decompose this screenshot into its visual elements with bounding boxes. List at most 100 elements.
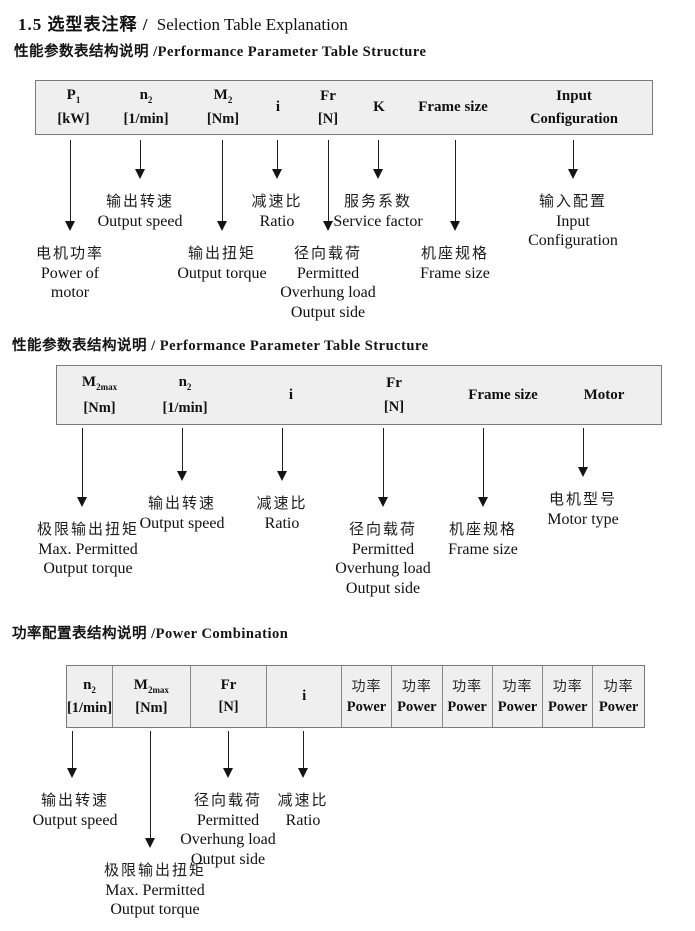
cell-symbol: Frame size bbox=[418, 99, 488, 115]
cell-symbol: K bbox=[373, 99, 385, 115]
label-zh: 输出转速 bbox=[147, 495, 216, 512]
down-arrow bbox=[377, 428, 388, 507]
table-cell: Input Configuration bbox=[509, 81, 639, 134]
cell-symbol: Fr bbox=[320, 87, 336, 104]
table-cell: 功率 Power bbox=[543, 666, 594, 727]
cell-symbol: Motor bbox=[583, 386, 625, 403]
callout-label: 电机型号 Motor type bbox=[547, 491, 619, 529]
section2-table: M2max [Nm] n2 [1/min] i Fr [N] Frame siz… bbox=[56, 365, 662, 425]
label-en: Service factor bbox=[333, 212, 423, 230]
callout-label: 输出转速 Output speed bbox=[140, 495, 225, 533]
cell-unit: [Nm] bbox=[206, 111, 240, 128]
cell-power-en: Power bbox=[346, 699, 387, 715]
cell-symbol: i bbox=[302, 688, 307, 704]
table-cell: 功率 Power bbox=[493, 666, 544, 727]
down-arrow bbox=[222, 731, 233, 778]
table-cell: K bbox=[349, 81, 409, 134]
cell-power-zh: 功率 bbox=[452, 677, 483, 694]
label-en: Motor type bbox=[547, 510, 619, 528]
callout-label: 极限输出扭矩 Max. Permitted Output torque bbox=[104, 862, 206, 920]
label-en: Output speed bbox=[97, 212, 183, 230]
table-cell: n2 [1/min] bbox=[67, 666, 113, 727]
label-zh: 减速比 bbox=[256, 495, 308, 512]
down-arrow bbox=[271, 140, 282, 179]
table-cell: Fr [N] bbox=[191, 666, 268, 727]
section3-table: n2 [1/min] M2max [Nm] Fr [N] i 功率 Power … bbox=[66, 665, 645, 728]
cell-symbol: n2 bbox=[139, 87, 153, 106]
callout-label: 输出转速 Output speed bbox=[33, 792, 118, 830]
callout-label: 输出转速 Output speed bbox=[98, 193, 183, 231]
down-arrow bbox=[76, 428, 87, 507]
cell-symbol: i bbox=[275, 99, 281, 115]
label-zh: 输出转速 bbox=[105, 193, 174, 210]
down-arrow bbox=[276, 428, 287, 481]
table-cell: 功率 Power bbox=[342, 666, 392, 727]
label-zh: 电机功率 bbox=[35, 245, 105, 262]
table-cell: M2 [Nm] bbox=[183, 81, 263, 134]
cell-symbol: n2 bbox=[178, 373, 192, 392]
page-title: 1.5 选型表注释 / Selection Table Explanation bbox=[18, 10, 348, 35]
cell-power-en: Power bbox=[497, 699, 538, 715]
cell-unit: [Nm] bbox=[135, 700, 168, 716]
callout-label: 径向载荷 Permitted Overhung load Output side bbox=[180, 792, 276, 869]
section3-heading: 功率配置表结构说明 /Power Combination bbox=[12, 626, 289, 642]
label-zh: 电机型号 bbox=[548, 491, 618, 508]
down-arrow bbox=[322, 140, 333, 231]
label-en: Max. Permitted Output torque bbox=[105, 881, 205, 919]
cell-unit: Configuration bbox=[530, 110, 618, 127]
cell-symbol: Frame size bbox=[468, 386, 538, 403]
cell-power-zh: 功率 bbox=[603, 677, 634, 694]
callout-label: 减速比 Ratio bbox=[251, 193, 302, 231]
callout-label: 径向载荷 Permitted Overhung load Output side bbox=[335, 521, 431, 598]
table-cell: 功率 Power bbox=[443, 666, 493, 727]
label-en: Permitted Overhung load Output side bbox=[180, 811, 276, 868]
section1-heading: 性能参数表结构说明 /Performance Parameter Table S… bbox=[14, 44, 427, 60]
table-cell: Fr [N] bbox=[364, 366, 424, 424]
label-en: Ratio bbox=[259, 212, 295, 230]
label-en: Input Configuration bbox=[528, 212, 618, 250]
table-cell: Motor bbox=[554, 366, 654, 424]
label-zh: 机座规格 bbox=[420, 245, 489, 262]
callout-label: 减速比 Ratio bbox=[277, 792, 328, 830]
cell-symbol: n2 bbox=[83, 676, 96, 695]
cell-power-en: Power bbox=[598, 699, 639, 715]
label-en: Permitted Overhung load Output side bbox=[280, 264, 376, 321]
down-arrow bbox=[567, 140, 578, 179]
cell-power-zh: 功率 bbox=[502, 677, 533, 694]
callout-label: 服务系数 Service factor bbox=[333, 193, 422, 231]
callout-label: 减速比 Ratio bbox=[256, 495, 307, 533]
down-arrow bbox=[477, 428, 488, 507]
label-zh: 机座规格 bbox=[448, 521, 517, 538]
label-zh: 输出转速 bbox=[40, 792, 109, 809]
label-en: Ratio bbox=[264, 514, 300, 532]
table-cell: Fr [N] bbox=[298, 81, 358, 134]
cell-symbol: M2max bbox=[133, 676, 169, 695]
table-cell: M2max [Nm] bbox=[57, 366, 142, 424]
cell-power-zh: 功率 bbox=[552, 677, 583, 694]
callout-label: 输出扭矩 Output torque bbox=[177, 245, 266, 283]
label-en: Output torque bbox=[177, 264, 267, 282]
down-arrow bbox=[577, 428, 588, 477]
cell-power-en: Power bbox=[447, 699, 487, 715]
cell-power-en: Power bbox=[548, 699, 588, 715]
cell-power-zh: 功率 bbox=[351, 677, 382, 694]
down-arrow bbox=[64, 140, 75, 231]
down-arrow bbox=[297, 731, 308, 778]
table-cell: i bbox=[267, 666, 343, 727]
cell-symbol: M2 bbox=[213, 87, 233, 106]
label-zh: 服务系数 bbox=[343, 193, 412, 210]
callout-label: 机座规格 Frame size bbox=[420, 245, 490, 283]
label-zh: 极限输出扭矩 bbox=[36, 521, 140, 538]
section1-table: P1 [kW] n2 [1/min] M2 [Nm] i Fr [N] K Fr… bbox=[35, 80, 653, 135]
cell-symbol: Input bbox=[556, 87, 592, 104]
label-en: Ratio bbox=[285, 811, 321, 829]
cell-power-zh: 功率 bbox=[401, 677, 432, 694]
cell-symbol: i bbox=[288, 386, 294, 403]
cell-symbol: M2max bbox=[81, 373, 118, 392]
down-arrow bbox=[216, 140, 227, 231]
table-cell: i bbox=[261, 366, 321, 424]
table-cell: n2 [1/min] bbox=[106, 81, 186, 134]
callout-label: 输入配置 Input Configuration bbox=[528, 193, 618, 251]
cell-symbol: Fr bbox=[386, 374, 402, 391]
